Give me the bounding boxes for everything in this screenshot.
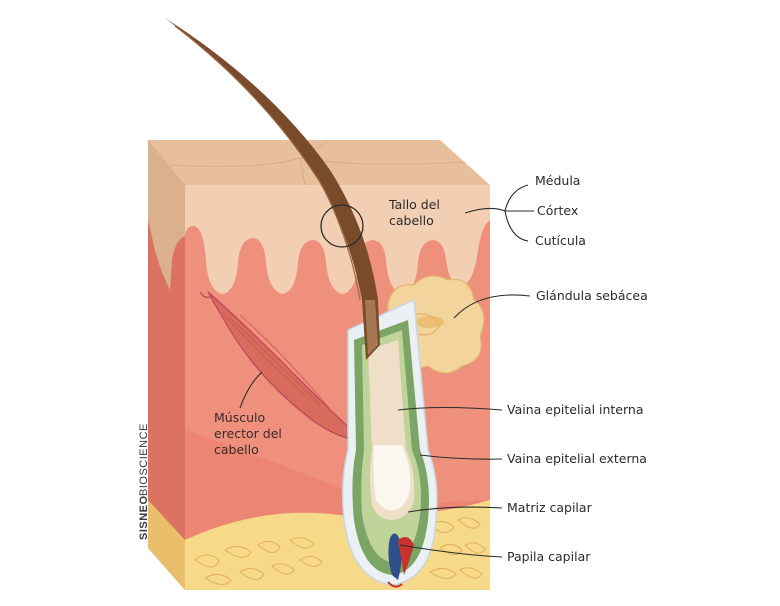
label-cortex: Córtex xyxy=(537,203,578,218)
fat-side xyxy=(148,500,185,590)
watermark-logo: SISNEO BIOSCIENCE xyxy=(138,423,150,540)
svg-text:SISNEO: SISNEO xyxy=(138,495,150,540)
svg-text:BIOSCIENCE: BIOSCIENCE xyxy=(138,423,150,496)
label-cuticle: Cutícula xyxy=(535,233,586,248)
label-medulla: Médula xyxy=(535,173,580,188)
fat-cells xyxy=(194,517,486,585)
hair-shaft xyxy=(165,18,380,360)
label-muscle-3: cabello xyxy=(214,442,259,457)
label-outer-sheath: Vaina epitelial externa xyxy=(507,451,647,466)
leader-lines xyxy=(397,184,534,558)
label-muscle-1: Músculo xyxy=(214,410,265,425)
epidermis-top-lines xyxy=(169,139,466,186)
arrector-muscle xyxy=(199,291,364,441)
label-hair-shaft-1: Tallo del xyxy=(388,197,440,212)
label-hair-shaft-2: cabello xyxy=(389,213,434,228)
hair-shaft-highlight-circle xyxy=(320,204,364,248)
epidermis-side xyxy=(148,140,185,290)
label-papilla: Papila capilar xyxy=(507,549,591,564)
label-sebaceous-gland: Glándula sebácea xyxy=(536,288,648,303)
labels: Tallo del cabello Médula Córtex Cutícula… xyxy=(214,173,648,564)
label-muscle-2: erector del xyxy=(214,426,282,441)
muscle-leader xyxy=(239,371,263,409)
label-inner-sheath: Vaina epitelial interna xyxy=(507,402,644,417)
label-matrix: Matriz capilar xyxy=(507,500,593,515)
epidermis-front xyxy=(185,185,490,294)
